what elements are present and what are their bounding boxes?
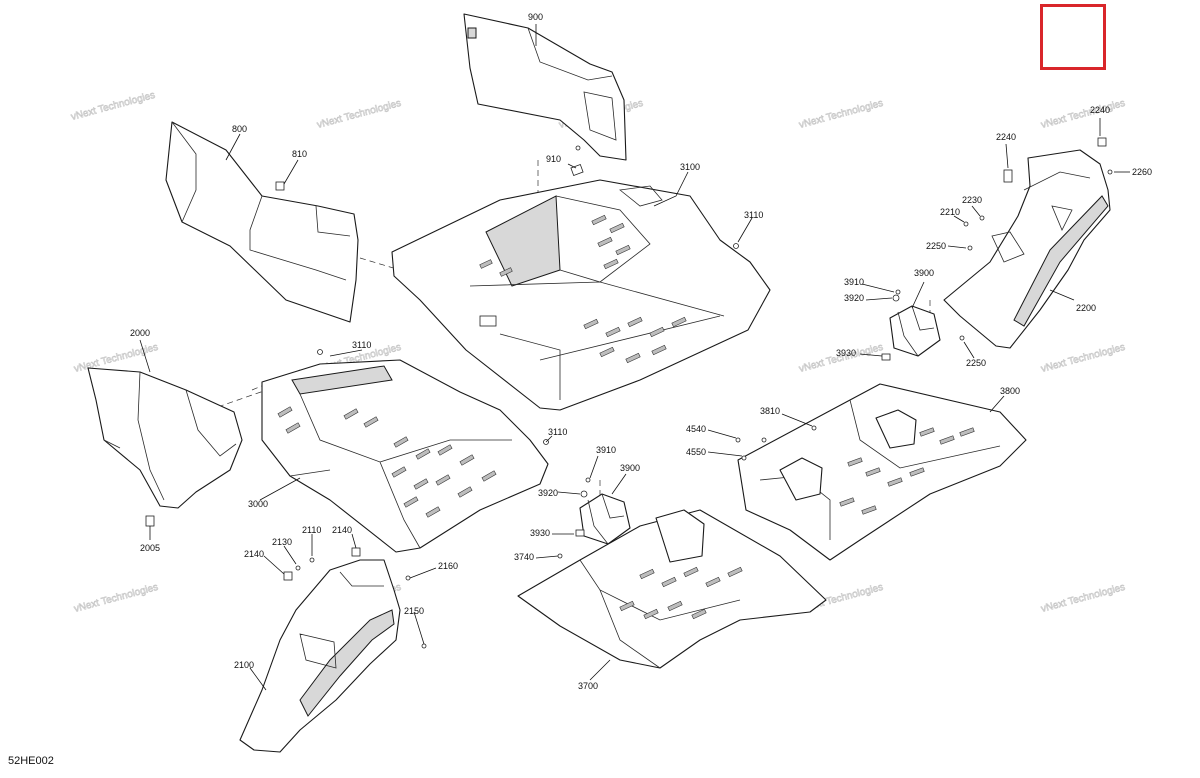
callout-3110: 3110 <box>548 427 567 437</box>
part-3910-screw <box>585 477 591 483</box>
callout-2140: 2140 <box>332 525 352 535</box>
part-3920-washer <box>892 294 900 302</box>
part-2250-screw <box>959 245 973 341</box>
part-3930-clip <box>575 529 585 537</box>
part-2000-side-panel <box>87 367 243 509</box>
callout-2260: 2260 <box>1132 167 1152 177</box>
callout-4550: 4550 <box>686 447 706 457</box>
part-3910-screw <box>895 289 901 295</box>
part-3740-screw <box>557 553 563 559</box>
callout-3110: 3110 <box>744 210 763 220</box>
floor-slots <box>839 427 975 515</box>
part-3110-screw <box>733 243 739 249</box>
callout-3800: 3800 <box>1000 386 1020 396</box>
callout-3930: 3930 <box>530 528 550 538</box>
part-3700-floor <box>517 509 827 669</box>
part-3100-rear-tub <box>391 179 771 411</box>
callout-800: 800 <box>232 124 247 134</box>
watermark: vNext Technologies <box>1040 342 1126 375</box>
callout-3910: 3910 <box>844 277 864 287</box>
watermark: vNext Technologies <box>798 98 884 131</box>
callout-3000: 3000 <box>248 499 268 509</box>
part-2130-screw <box>295 565 301 571</box>
part-2160-screw <box>405 575 411 581</box>
part-4540-screw <box>735 437 741 443</box>
part-810-clip <box>275 181 285 191</box>
part-3920-washer <box>580 490 588 498</box>
callout-3810: 3810 <box>760 406 780 416</box>
part-4550-screw <box>741 455 747 461</box>
callout-4540: 4540 <box>686 424 706 434</box>
leader-lines <box>139 24 1130 691</box>
part-2260-screw <box>1107 169 1113 175</box>
callout-2250: 2250 <box>926 241 946 251</box>
part-800-side-panel <box>165 121 359 323</box>
callout-3900: 3900 <box>914 268 934 278</box>
highlight-frame <box>1040 4 1106 70</box>
floor-slots <box>619 566 743 620</box>
callout-2005: 2005 <box>140 543 160 553</box>
watermark: vNext Technologies <box>70 90 156 123</box>
callout-2200: 2200 <box>1076 303 1096 313</box>
part-2210-screw <box>963 221 969 227</box>
part-2100-side-panel <box>239 559 401 753</box>
callout-2000: 2000 <box>130 328 150 338</box>
callout-3700: 3700 <box>578 681 598 691</box>
part-900-panel <box>463 13 627 161</box>
callout-2130: 2130 <box>272 537 292 547</box>
tub-slots <box>479 214 687 364</box>
callout-3900: 3900 <box>620 463 640 473</box>
callout-3930: 3930 <box>836 348 856 358</box>
part-3810-screw <box>761 425 817 443</box>
part-2230-screw <box>979 215 985 221</box>
callout-900: 900 <box>528 12 543 22</box>
callout-2230: 2230 <box>962 195 982 205</box>
callout-2250: 2250 <box>966 358 986 368</box>
callout-3110: 3110 <box>352 340 371 350</box>
tub-slots <box>277 406 497 518</box>
callout-3920: 3920 <box>844 293 864 303</box>
callout-2240: 2240 <box>996 132 1016 142</box>
callout-2160: 2160 <box>438 561 458 571</box>
callout-2150: 2150 <box>404 606 424 616</box>
watermark: vNext Technologies <box>798 342 884 375</box>
watermark: vNext Technologies <box>73 582 159 615</box>
callout-3100: 3100 <box>680 162 700 172</box>
callout-3910: 3910 <box>596 445 616 455</box>
part-3800-floor <box>737 383 1027 561</box>
watermark: vNext Technologies <box>316 98 402 131</box>
watermark: vNext Technologies <box>1040 98 1126 131</box>
watermark: vNext Technologies <box>1040 582 1126 615</box>
figure-code: 52HE002 <box>8 755 54 767</box>
callout-2110: 2110 <box>302 525 321 535</box>
callout-3920: 3920 <box>538 488 558 498</box>
callout-2140: 2140 <box>244 549 264 559</box>
callout-2210: 2210 <box>940 207 960 217</box>
part-3900-bracket <box>889 305 941 357</box>
callout-3740: 3740 <box>514 552 534 562</box>
part-2005-clip <box>145 515 155 527</box>
part-2150-screw <box>421 643 427 649</box>
part-3000-front-tub <box>261 359 549 553</box>
part-2200-side-panel <box>943 149 1111 349</box>
part-3930-clip <box>881 353 891 361</box>
callout-labels: 900 910 800 810 3100 3110 2000 2005 3000… <box>130 12 1152 691</box>
callout-2240: 2240 <box>1090 105 1110 115</box>
callout-810: 810 <box>292 149 307 159</box>
part-2240-clip <box>1003 137 1107 183</box>
part-2110-screw <box>309 557 315 563</box>
callout-2100: 2100 <box>234 660 254 670</box>
callout-910: 910 <box>546 154 561 164</box>
